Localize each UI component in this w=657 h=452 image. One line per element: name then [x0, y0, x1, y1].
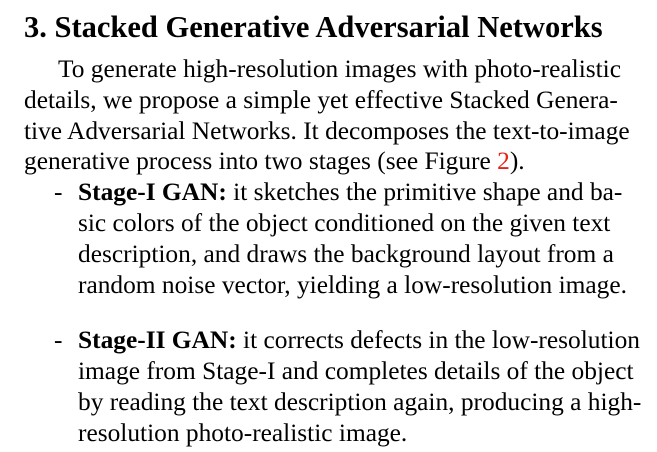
- section-title: Stacked Generative Adversarial Networks: [54, 10, 603, 44]
- bullet-text: it sketches the primitive shape and ba-: [226, 178, 623, 206]
- intro-line-3: tive Adversarial Networks. It decomposes…: [24, 117, 630, 145]
- intro-line-1: To generate high-resolution images with …: [58, 55, 622, 83]
- bullet-dash: -: [54, 326, 63, 354]
- intro-line-4-text: generative process into two stages (see …: [24, 147, 498, 175]
- intro-line-4-end: ).: [509, 147, 525, 175]
- figure-reference-link[interactable]: 2: [497, 147, 510, 175]
- intro-line-4: generative process into two stages (see …: [24, 146, 525, 177]
- section-heading: 3. Stacked Generative Adversarial Networ…: [24, 9, 603, 45]
- bullet-text: it corrects defects in the low-resolutio…: [236, 326, 640, 354]
- bullet-1-line-4: random noise vector, yielding a low-reso…: [78, 271, 627, 299]
- bullet-1-line-1: Stage-I GAN: it sketches the primitive s…: [78, 177, 622, 208]
- intro-line-2: details, we propose a simple yet effecti…: [24, 86, 618, 114]
- bullet-2-line-3: by reading the text description again, p…: [78, 388, 642, 416]
- bullet-2-line-1: Stage-II GAN: it corrects defects in the…: [78, 325, 640, 356]
- bullet-dash: -: [54, 178, 63, 206]
- bullet-1-line-3: description, and draws the background la…: [78, 240, 614, 268]
- bullet-term: Stage-II GAN:: [78, 326, 237, 354]
- bullet-term: Stage-I GAN:: [78, 178, 227, 206]
- section-number: 3.: [24, 10, 47, 44]
- bullet-2-line-2: image from Stage-I and completes details…: [78, 357, 634, 385]
- bullet-2-line-4: resolution photo-realistic image.: [78, 419, 408, 447]
- bullet-1-line-2: sic colors of the object conditioned on …: [78, 209, 611, 237]
